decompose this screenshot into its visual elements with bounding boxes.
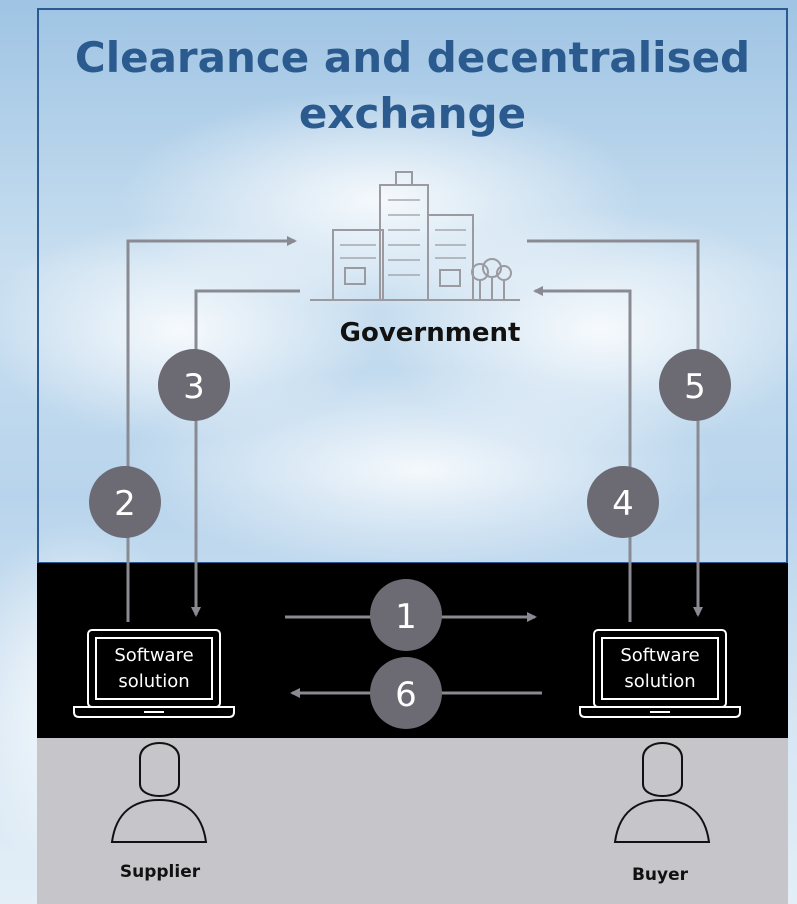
title-line-2: exchange — [298, 89, 527, 138]
diagram-title: Clearance and decentralised exchange — [37, 30, 788, 142]
government-label: Government — [339, 318, 521, 348]
people-band — [37, 738, 788, 904]
arrow-step-3 — [191, 289, 300, 617]
buyer-laptop-icon — [579, 629, 741, 718]
step-badge-1: 1 — [370, 579, 442, 651]
step-number-6: 6 — [395, 675, 417, 715]
step-badge-5: 5 — [659, 349, 731, 421]
title-line-1: Clearance and decentralised — [74, 33, 751, 82]
step-number-4: 4 — [612, 484, 634, 524]
buyer-software-label: Software solution — [602, 643, 718, 695]
supplier-software-label: Software solution — [96, 643, 212, 695]
step-badge-2: 2 — [89, 466, 161, 538]
step-number-1: 1 — [395, 597, 417, 637]
buyer-software-line-1: Software — [620, 645, 700, 666]
step-badge-3: 3 — [158, 349, 230, 421]
supplier-software-line-2: solution — [118, 671, 190, 692]
buyer-label: Buyer — [631, 865, 689, 885]
supplier-software-line-1: Software — [114, 645, 194, 666]
arrow-step-5 — [527, 239, 703, 617]
government-buildings-icon — [310, 171, 520, 301]
step-number-2: 2 — [114, 484, 136, 524]
supplier-laptop-icon — [73, 629, 235, 718]
step-number-3: 3 — [183, 367, 205, 407]
buyer-person-icon — [613, 742, 711, 843]
step-badge-6: 6 — [370, 657, 442, 729]
step-badge-4: 4 — [587, 466, 659, 538]
step-number-5: 5 — [684, 367, 706, 407]
buyer-software-line-2: solution — [624, 671, 696, 692]
supplier-person-icon — [110, 742, 208, 843]
supplier-label: Supplier — [119, 862, 201, 882]
arrow-step-2 — [126, 236, 297, 622]
